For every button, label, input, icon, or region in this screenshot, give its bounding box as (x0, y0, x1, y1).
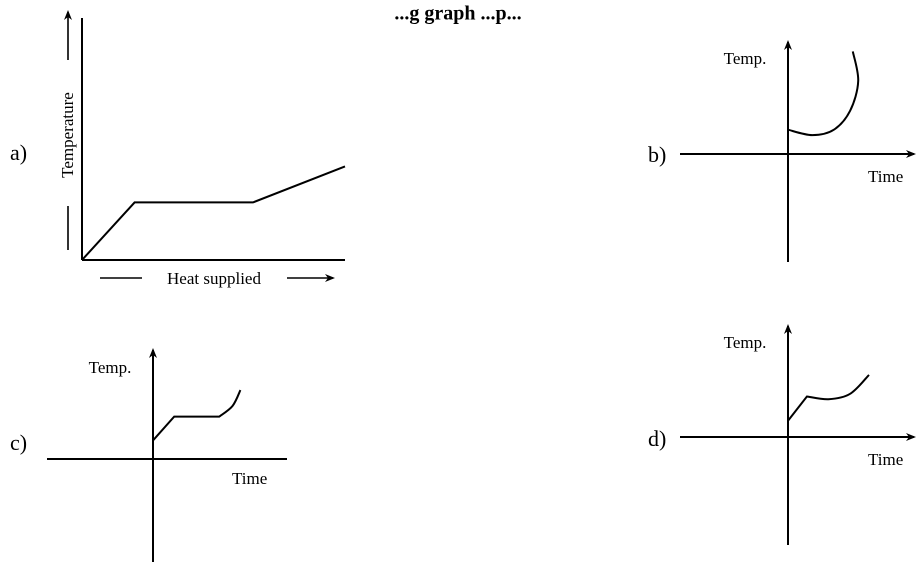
panel-d-xlabel: Time (868, 450, 903, 469)
panel-b-ylabel: Temp. (724, 49, 767, 68)
panel-b-letter: b) (648, 142, 666, 167)
panel-a-series-line (81, 165, 346, 261)
panel-d-ylabel: Temp. (724, 333, 767, 352)
panel-a: a) Temperature Heat supplied (10, 10, 346, 288)
panel-c-letter: c) (10, 430, 27, 455)
panel-c-xlabel: Time (232, 469, 267, 488)
panel-a-letter: a) (10, 140, 27, 165)
panel-c-series-line (152, 389, 242, 442)
panel-d: d) Temp. Time (648, 324, 916, 545)
panel-c: c) Temp. Time (10, 348, 287, 562)
panel-a-ylabel: Temperature (58, 92, 77, 178)
panel-c-ylabel: Temp. (89, 358, 132, 377)
figure-heading: ...g graph ...p... (394, 3, 521, 25)
panel-d-series-line (787, 374, 870, 422)
panel-b-xlabel: Time (868, 167, 903, 186)
panel-b-series-line (787, 51, 860, 137)
panel-b: b) Temp. Time (648, 40, 916, 262)
panel-a-xlabel: Heat supplied (167, 269, 261, 288)
panel-d-letter: d) (648, 426, 666, 451)
